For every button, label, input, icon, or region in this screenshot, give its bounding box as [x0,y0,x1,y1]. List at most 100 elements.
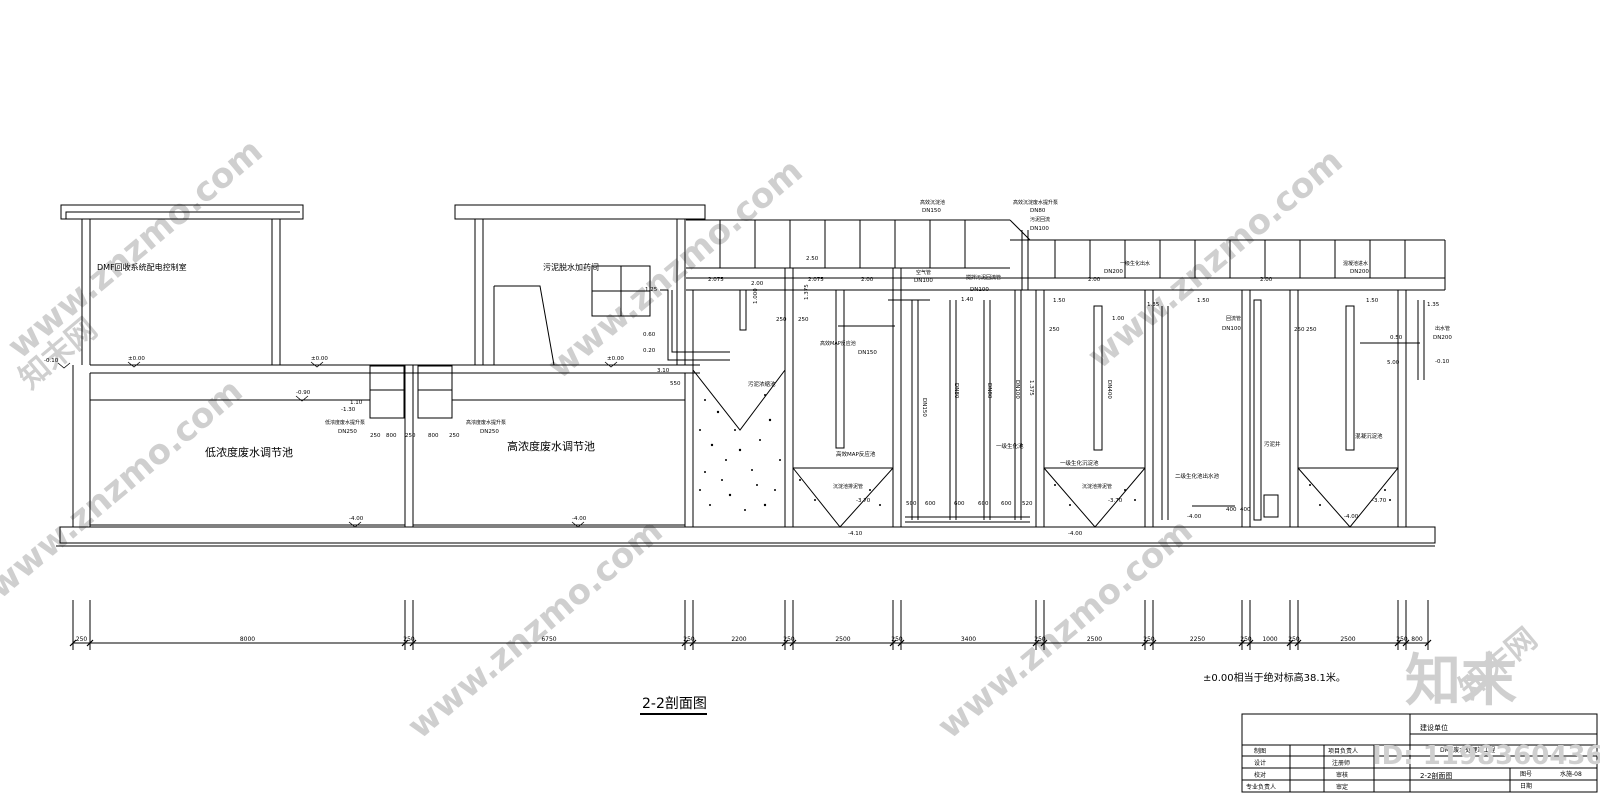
elevation-label: 1.50 [1366,298,1379,304]
elevation-label: -4.00 [1187,514,1202,520]
elevation-label: 1.40 [961,297,974,303]
dimension-slash [1394,639,1402,647]
dim-label: 500 [906,501,917,507]
dimension-label: 2500 [1087,636,1102,643]
dimension-slash [1149,639,1157,647]
row-label: 制图 [1254,747,1266,755]
elevation-label: -0.90 [296,390,311,396]
dimension-slash [1246,639,1254,647]
pipe-label: DN250 [338,429,357,435]
pipe-label: 沉淀池排泥管 [833,483,863,490]
dimension-label: 250 [1240,636,1252,643]
elevation-label: 1.50 [1053,298,1066,304]
elevation-label: -0.10 [1435,359,1450,365]
elevation-label: -3.70 [1372,498,1387,504]
pipe-label: DN100 [1014,380,1020,399]
elevation-label: 1.000 [753,288,759,304]
elevation-label: 1.10 [350,400,363,406]
elevation-label: -4.10 [848,531,863,537]
small-dimensions: 550 250 800 250 800 250 250 250 250 250 … [370,317,1317,513]
watermark-layer: www.znzmo.com www.znzmo.com www.znzmo.co… [0,131,1544,747]
pipe-label: DN150 [921,398,927,417]
elevation-label: 1.00 [1112,316,1125,322]
pipe-label: 出水管 [1435,325,1450,332]
high-conc-tank-label: 高浓度废水调节池 [507,439,595,453]
sludge-tank-label: 污泥浓缩池 [748,380,776,388]
dimension-slash [1286,639,1294,647]
dim-label: 550 [670,381,681,387]
dim-label: 400 [1240,507,1251,513]
dimension-label: 1000 [1262,636,1277,643]
dimension-slash [1141,639,1149,647]
dimension-slash [1294,639,1302,647]
dimension-label: 2200 [731,636,746,643]
pipe-label: DN100 [970,287,989,293]
walkway-grid [719,220,1406,278]
dimension-slash [689,639,697,647]
dimension-label: 8000 [240,636,255,643]
dimension-label: 250 [1396,636,1408,643]
elevation-label: -3.70 [1108,498,1123,504]
row-label: 审核 [1336,771,1348,779]
pipe-label: 沉淀池排泥管 [1082,483,1112,490]
dimension-label: 250 [783,636,795,643]
dim-label: 250 [1049,327,1060,333]
pipe-label: DN200 [1350,269,1369,275]
dim-label: 600 [954,501,965,507]
pipe-label: 低浓度废水提升泵 [325,419,365,426]
elevation-label: 0.60 [643,332,656,338]
elevation-label: 1.25 [645,287,658,293]
elevation-label: -4.00 [1344,514,1359,520]
elevation-label: ±0.00 [311,356,328,362]
drawing-name: 2-2剖面图 [1420,771,1452,780]
elevation-label: 1.50 [1197,298,1210,304]
dimension-label: 250 [1034,636,1046,643]
dimension-label: 250 [1288,636,1300,643]
elevation-label: 2.50 [806,256,819,262]
sludge-well-label: 污泥井 [1264,440,1281,448]
pipe-label: 高效沉淀池 [920,199,945,206]
tank-labels: 低浓度废水调节池 高浓度废水调节池 污泥浓缩池 高效MAP反应池 一级生化池 一… [205,380,1383,480]
elevation-label: -3.70 [856,498,871,504]
title-block [1241,713,1598,793]
clarifier-label: 混凝沉淀池 [1355,432,1383,440]
drawing-no: 水施-08 [1560,770,1582,778]
pipe-label: 高浓度废水提升泵 [466,419,506,426]
elevation-label: 1.35 [1427,302,1440,308]
pipe-label: DN400 [1106,380,1112,399]
dimension-label: 2250 [1190,636,1205,643]
elevation-label: -4.00 [1068,531,1083,537]
elevation-label: 1.375 [804,284,810,300]
project-name: DMF废水处理站工程 [1440,746,1495,754]
dim-label: 520 [1022,501,1033,507]
dimension-label: 250 [76,636,88,643]
pipe-label: DN100 [1030,226,1049,232]
watermark-logo: 知末 [1405,649,1517,714]
dim-label: 250 [1294,327,1305,333]
dimension-label: 2500 [835,636,850,643]
map-reactor-label: 高效MAP反应池 [836,450,876,458]
pipe-label: DN80 [953,383,959,399]
section-title: 2-2剖面图 [642,696,707,712]
dimension-label: 250 [683,636,695,643]
dimension-slash [409,639,417,647]
pipe-label: DN80 [1030,208,1046,214]
row-label: 项目负责人 [1328,747,1358,755]
elevation-label: -4.00 [572,516,587,522]
dimension-slash [781,639,789,647]
pipe-label: DN250 [480,429,499,435]
dimension-slash [69,639,77,647]
row-label: 专业负责人 [1246,783,1276,791]
primary-sed-label: 一级生化沉淀池 [1060,459,1099,467]
pipe-label: 高效沉淀废水提升泵 [1013,199,1058,206]
pipe-label: 1.375 [1028,380,1034,396]
elevation-label: 2.00 [861,277,874,283]
elevation-label: -1.30 [341,407,356,413]
elevation-label: 1.35 [1147,302,1160,308]
dimension-slash [789,639,797,647]
dimension-label: 2500 [1340,636,1355,643]
org-label: 建设单位 [1420,723,1448,732]
elevation-label: -4.00 [349,516,364,522]
structure-lines [56,204,1446,547]
dim-label: 250 [449,433,460,439]
